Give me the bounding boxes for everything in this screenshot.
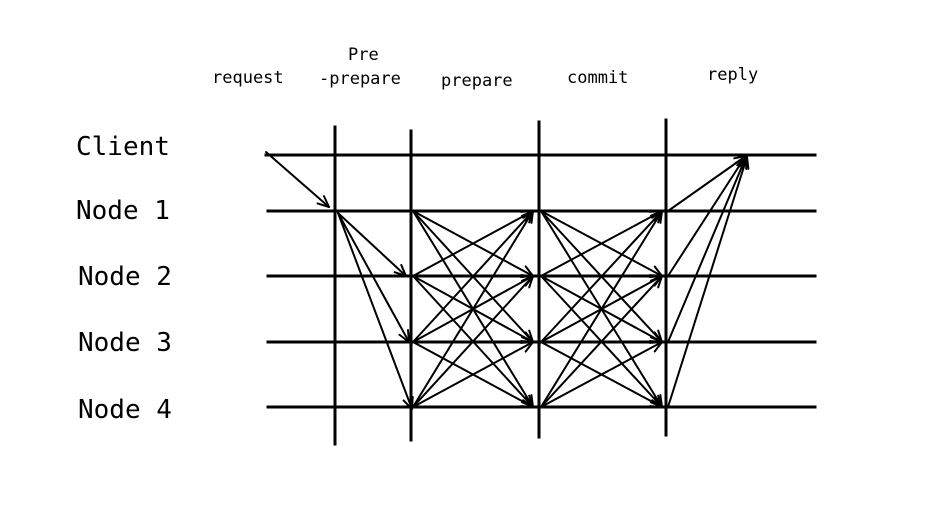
reply-arrow-2: [667, 156, 746, 277]
phase-label-prepare: prepare: [441, 71, 513, 91]
phase-label-reply: reply: [707, 65, 759, 85]
commit-arrow-4-3: [540, 341, 663, 408]
node-label-node-1: Node 1: [76, 196, 170, 226]
reply-arrow-3: [667, 156, 748, 343]
commit-arrow-4-2: [540, 275, 663, 408]
prepare-arrow-4-3: [412, 341, 534, 408]
prepare-arrow-4-1: [412, 210, 534, 408]
preprepare-arrow-2: [337, 212, 407, 277]
request-arrow: [265, 151, 330, 208]
reply-arrow-4: [667, 156, 750, 408]
node-label-node-2: Node 2: [78, 262, 172, 292]
node-label-node-3: Node 3: [78, 328, 172, 358]
phase-label-commit: commit: [567, 68, 629, 88]
node-label-client: Client: [76, 132, 170, 162]
prepare-arrow-4-2: [412, 275, 534, 408]
node-label-node-4: Node 4: [78, 395, 172, 425]
commit-arrow-4-1: [540, 210, 663, 408]
preprepare-arrow-3: [337, 212, 410, 343]
phase-label-preprepare-line2: -prepare: [319, 69, 401, 89]
phase-label-preprepare-line1: Pre: [348, 45, 379, 65]
phase-label-request: request: [212, 68, 284, 88]
preprepare-arrow-4: [337, 212, 414, 410]
